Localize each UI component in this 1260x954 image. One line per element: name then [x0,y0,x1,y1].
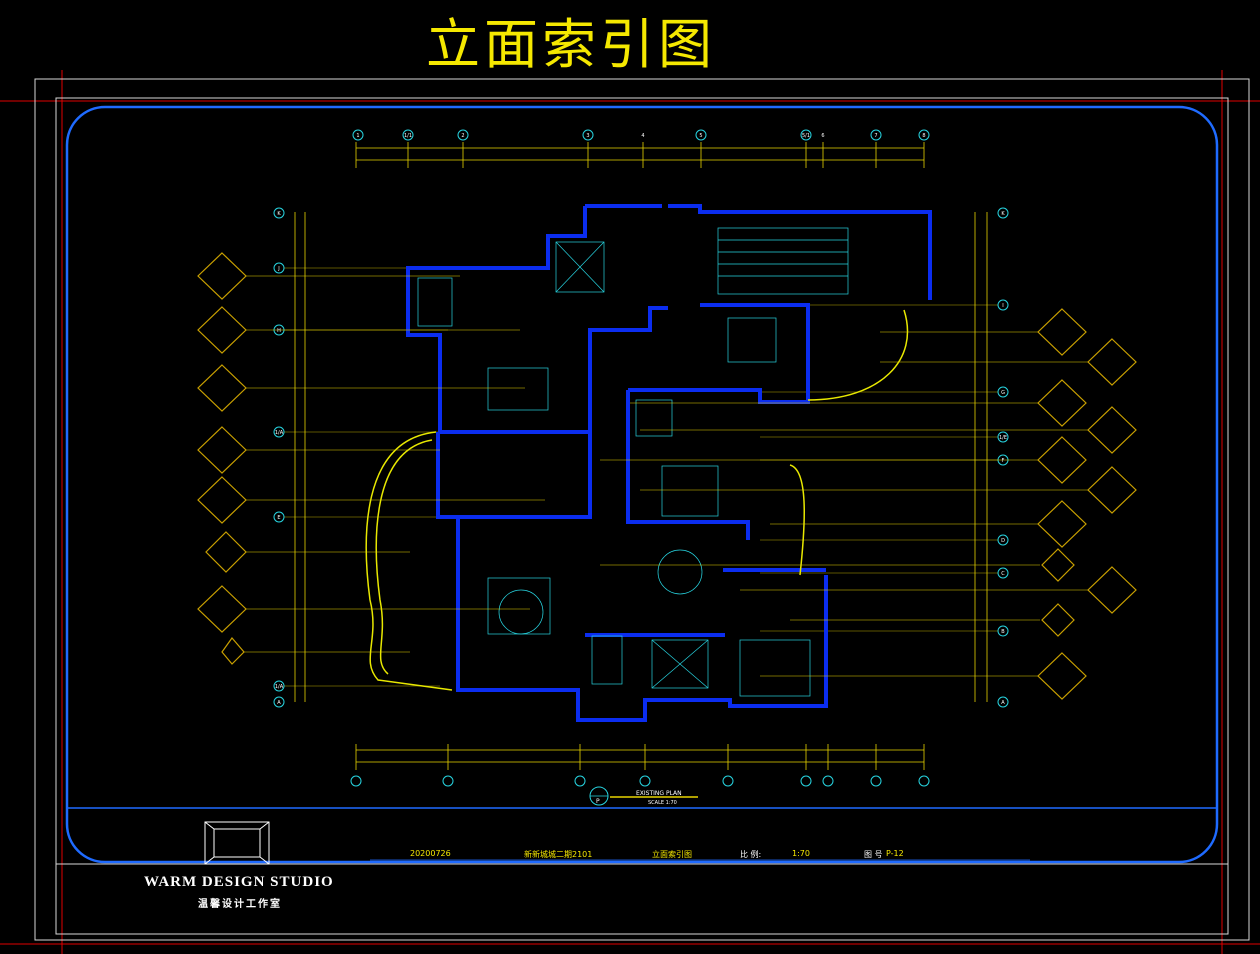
grid-bubbles [273,129,1009,787]
axis-label-right: D [1001,538,1005,544]
balcony-curves [365,309,909,691]
crop-marks [0,70,1260,954]
tb-sheet-label: 图 号 [864,850,883,859]
plan-number: P [596,798,600,805]
elevation-index-symbols [197,252,1137,700]
tb-scale-value: 1:70 [792,849,810,858]
axis-label-top: 2 [461,133,464,139]
axis-label-top: 5/1 [802,133,810,139]
axis-label-top: 5 [699,133,702,139]
axis-label-right: K [1001,211,1005,217]
plan-label: EXISTING PLAN SCALE 1:70 P [589,786,698,806]
axis-label-right: 1/E [999,435,1007,441]
axis-label-top: 7 [874,133,877,139]
axis-label-right: F [1002,458,1005,464]
tb-date: 20200726 [410,849,451,858]
axis-label-top: 3 [586,133,589,139]
plan-detail [417,227,849,697]
axis-label-left: A [277,700,281,706]
index-leaders [242,275,1090,677]
axis-label-top: 1/1 [404,133,412,139]
studio-name-cn: 温馨设计工作室 [198,899,282,910]
axis-label-left: 1/A [275,430,284,436]
tb-drawing-name: 立面索引图 [652,850,692,859]
studio-logo [204,821,270,865]
axis-label-right: C [1001,571,1005,577]
axis-label-right: I [1002,303,1003,309]
axis-label-right: B [1001,629,1005,635]
axis-label-top: 6 [821,133,824,139]
axis-label-top: 1 [356,133,359,139]
axis-label-left: K [277,211,281,217]
drawing-title: 立面索引图 [426,13,716,76]
axis-label-left: 1/A [275,684,284,690]
tb-scale-label: 比 例: [740,850,762,859]
axis-label-top: 4 [641,133,644,139]
axis-label-right: G [1001,390,1005,396]
tb-project: 新新城城二期2101 [524,850,593,859]
plan-title: EXISTING PLAN [636,790,682,797]
axis-label-left: H [277,328,281,334]
studio-name: WARM DESIGN STUDIO [144,874,334,890]
floor-plan [406,204,932,722]
plan-scale: SCALE 1:70 [648,800,677,806]
axis-label-right: A [1001,700,1005,706]
axis-label-top: 8 [922,133,925,139]
tb-sheet-no: P-12 [886,849,904,858]
top-dimensions [294,142,988,770]
axis-label-left: E [277,515,280,521]
axis-label-left: J [277,266,279,272]
drawing-frame [65,105,1219,864]
